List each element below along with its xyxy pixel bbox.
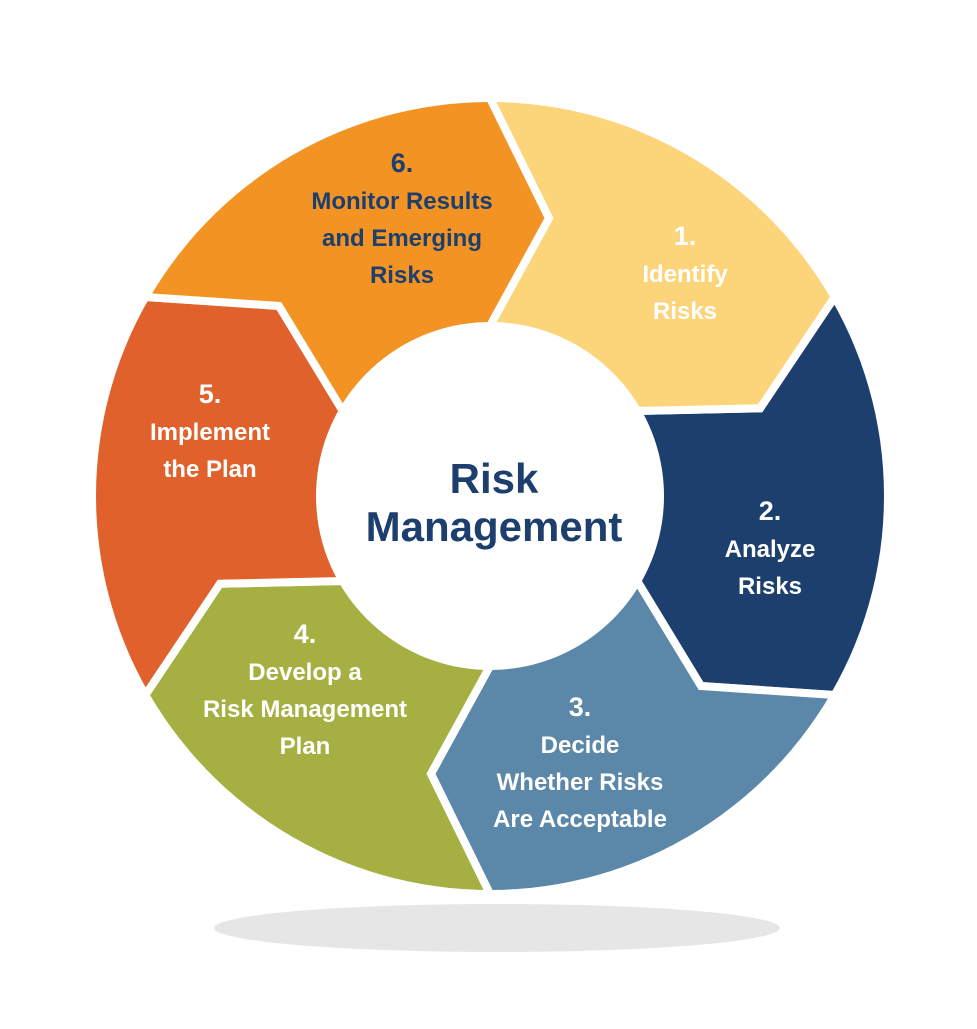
step-labels: 1.IdentifyRisks2.AnalyzeRisks3.DecideWhe…	[150, 148, 815, 833]
center-title-line-2: Management	[366, 503, 623, 550]
step-2-number: 2.	[759, 496, 782, 526]
step-3-number: 3.	[569, 692, 592, 722]
step-1-line-1: Identify	[642, 261, 728, 288]
step-5-number: 5.	[199, 379, 222, 409]
center-title: Risk Management	[366, 455, 623, 550]
step-3-line-3: Are Acceptable	[493, 806, 667, 833]
step-6-line-3: Risks	[370, 262, 434, 289]
step-1-number: 1.	[674, 221, 697, 251]
drop-shadow	[214, 904, 780, 952]
step-6-line-1: Monitor Results	[311, 188, 492, 215]
step-4-line-3: Plan	[280, 733, 331, 760]
step-3-line-1: Decide	[541, 732, 620, 759]
step-4-line-2: Risk Management	[203, 696, 407, 723]
step-2-line-2: Risks	[738, 573, 802, 600]
center-title-line-1: Risk	[450, 455, 539, 502]
step-1-line-2: Risks	[653, 298, 717, 325]
step-3-line-2: Whether Risks	[497, 769, 664, 796]
center-circle	[318, 324, 662, 668]
step-5-line-2: the Plan	[163, 456, 256, 483]
step-4-line-1: Develop a	[248, 659, 362, 686]
step-2-line-1: Analyze	[725, 536, 816, 563]
step-5-label: 5. Implement the Plan	[150, 379, 270, 483]
step-6-number: 6.	[391, 148, 414, 178]
step-5-line-1: Implement	[150, 419, 270, 446]
step-4-number: 4.	[294, 619, 317, 649]
step-6-line-2: and Emerging	[322, 225, 482, 252]
